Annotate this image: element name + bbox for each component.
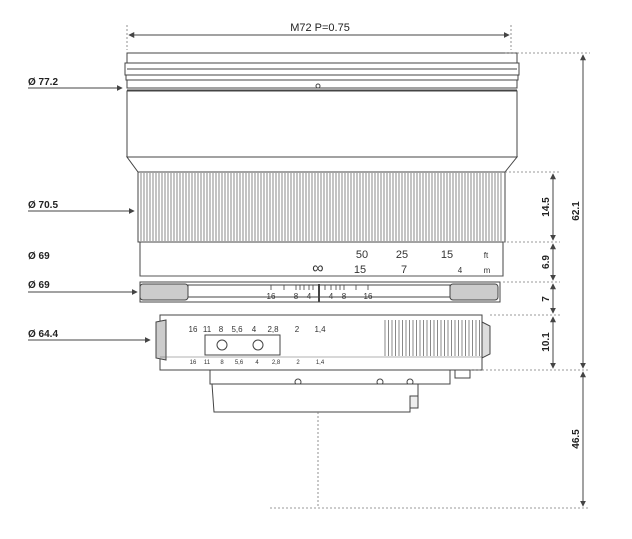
feet-15: 15 — [441, 249, 453, 261]
aps-2-8: 2,8 — [272, 360, 281, 366]
meter-7: 7 — [401, 264, 407, 276]
diameter-69-scale: Ø 69 — [28, 251, 50, 262]
ap-1-4: 1,4 — [314, 325, 326, 334]
dof-4-right: 4 — [329, 292, 334, 301]
dof-4-left: 4 — [307, 292, 312, 301]
diameter-69-dof: Ø 69 — [28, 280, 50, 291]
ap-2-8: 2,8 — [267, 325, 279, 334]
aps-8: 8 — [220, 360, 224, 366]
aperture-ring-knurl — [384, 320, 480, 356]
feet-unit: ft — [484, 251, 489, 260]
ap-8: 8 — [219, 325, 224, 334]
lens-body — [124, 52, 520, 508]
aps-5-6: 5,6 — [235, 360, 244, 366]
feet-25: 25 — [396, 249, 408, 261]
dof-16-left: 16 — [267, 292, 276, 301]
height-7: 7 — [541, 296, 552, 302]
diameter-callouts: Ø 77.2 Ø 70.5 Ø 69 Ø 69 Ø 64.4 — [28, 77, 151, 343]
height-46-5: 46.5 — [571, 429, 582, 449]
focus-ring-knurl — [140, 173, 502, 241]
ap-5-6: 5,6 — [231, 325, 243, 334]
aps-2: 2 — [296, 360, 300, 366]
feet-50: 50 — [356, 249, 368, 261]
meter-unit: m — [484, 266, 491, 275]
dof-8-left: 8 — [294, 292, 299, 301]
aps-1-4: 1,4 — [316, 360, 325, 366]
ap-16: 16 — [189, 325, 198, 334]
height-14-5: 14.5 — [541, 197, 552, 217]
meter-15: 15 — [354, 264, 366, 276]
diameter-64-4: Ø 64.4 — [28, 329, 58, 340]
height-6-9: 6.9 — [541, 255, 552, 269]
aperture-scale: 16 11 8 5,6 4 2,8 2 1,4 16 11 8 5,6 4 2,… — [189, 325, 327, 366]
thread-label: M72 P=0.75 — [290, 22, 350, 34]
aps-16: 16 — [190, 360, 197, 366]
distance-scale: 50 25 15 ft ∞ 15 7 4 m — [312, 249, 490, 277]
ap-11: 11 — [203, 325, 212, 334]
thread-dimension: M72 P=0.75 — [126, 22, 512, 50]
ap-4: 4 — [252, 325, 257, 334]
diameter-77-2: Ø 77.2 — [28, 77, 58, 88]
dof-scale: 16 8 4 4 8 16 — [267, 284, 373, 302]
meter-infinity: ∞ — [312, 260, 323, 277]
height-10-1: 10.1 — [541, 332, 552, 352]
aps-4: 4 — [255, 360, 259, 366]
ap-2: 2 — [295, 325, 300, 334]
meter-4: 4 — [458, 266, 463, 275]
dof-16-right: 16 — [364, 292, 373, 301]
height-dimensions: 14.5 6.9 7 10.1 62.1 46.5 — [270, 52, 590, 509]
height-62-1: 62.1 — [571, 201, 582, 221]
aps-11: 11 — [204, 360, 211, 366]
dof-8-right: 8 — [342, 292, 347, 301]
diameter-70-5: Ø 70.5 — [28, 200, 58, 211]
